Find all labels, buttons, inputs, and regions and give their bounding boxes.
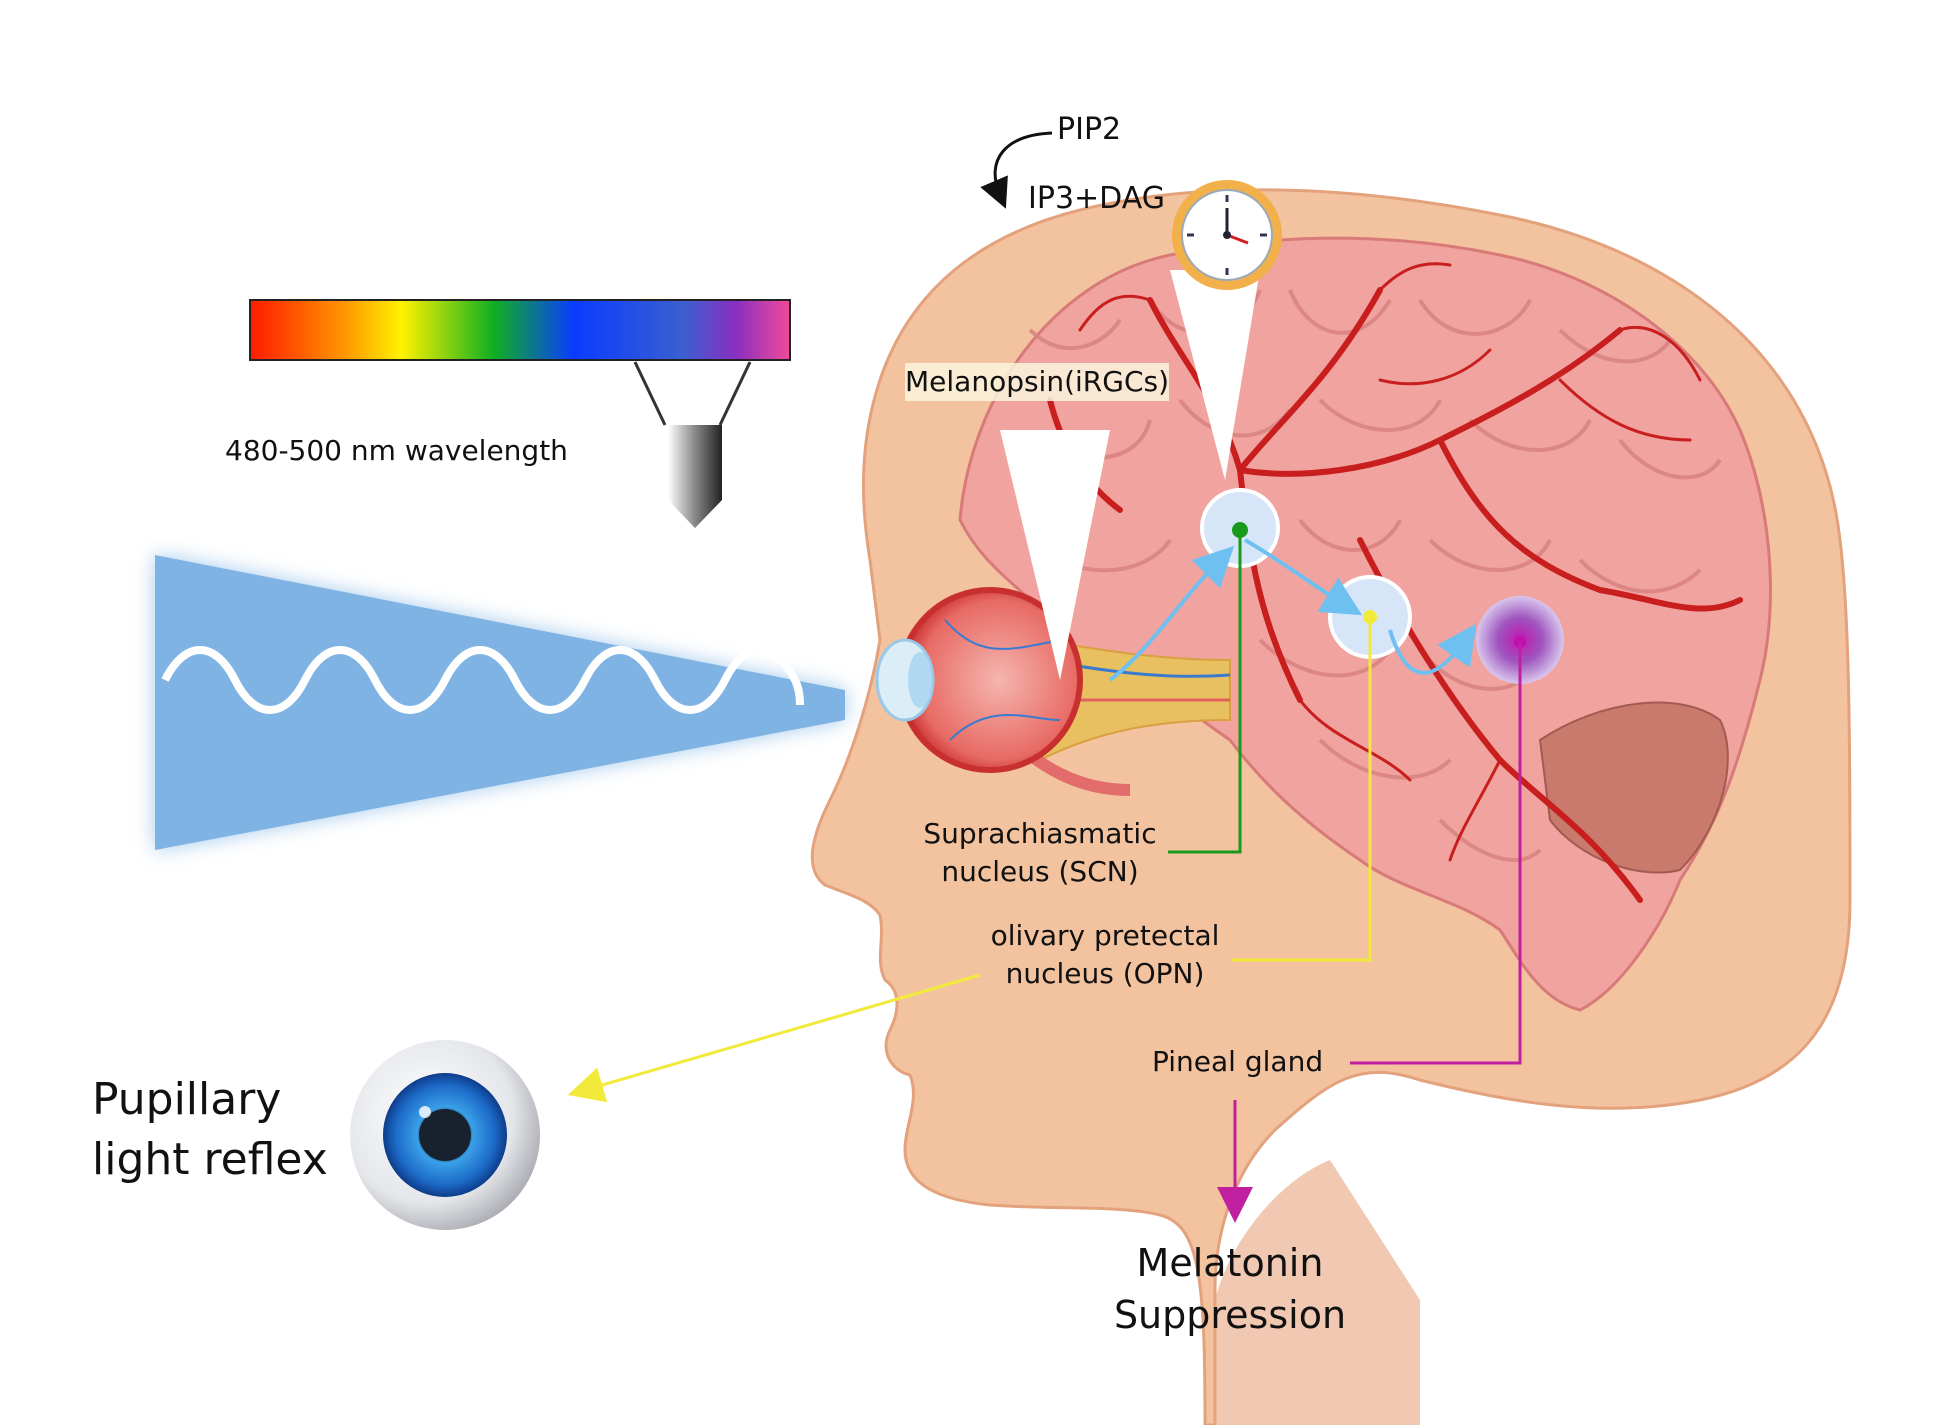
light-wave-icon [155, 555, 845, 850]
clock-pointer [1170, 270, 1260, 480]
pineal-label: Pineal gland [1152, 1045, 1324, 1078]
clock-icon [1172, 180, 1282, 290]
melanopsin-label: Melanopsin(iRGCs) [905, 363, 1170, 401]
opn-label: olivary pretectal nucleus (OPN) [990, 919, 1220, 990]
pip2-label: PIP2 [1057, 112, 1122, 147]
wavelength-label: 480-500 nm wavelength [225, 434, 568, 467]
melatonin-label: Melatonin Suppression [1113, 1241, 1347, 1337]
neck-shadow [1215, 1160, 1420, 1425]
pupillary-label: Pupillary light reflex [92, 1074, 328, 1185]
opn-leader [1232, 617, 1372, 962]
anatomical-eye [875, 587, 1231, 796]
eyeball-icon [350, 1040, 540, 1230]
prism-icon [633, 361, 752, 528]
scn-label: Suprachiasmatic nucleus (SCN) [923, 817, 1157, 888]
signal-pathway [1108, 538, 1477, 682]
scn-leader [1168, 530, 1242, 854]
pineal-leader [1350, 642, 1522, 1065]
melanopsin-pointer [1000, 430, 1110, 680]
pupillary-arrow [567, 973, 981, 1103]
pip2-conversion-arrow [980, 131, 1053, 209]
ip3-dag-label: IP3+DAG [1028, 181, 1165, 216]
spectrum-bar [249, 299, 791, 361]
